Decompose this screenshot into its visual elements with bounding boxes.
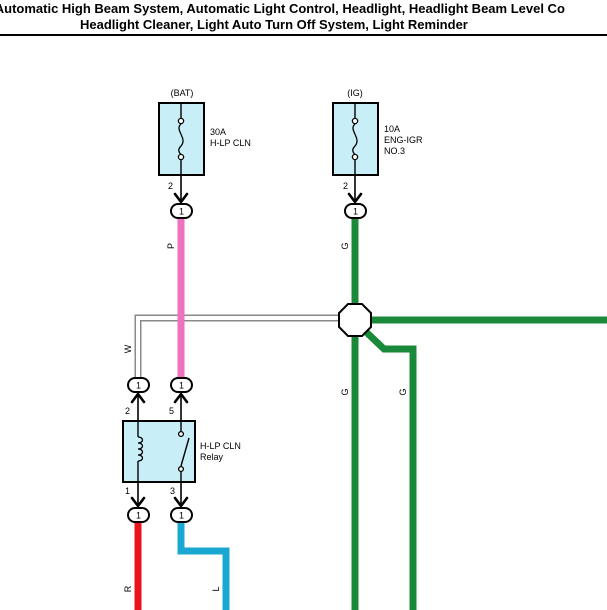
fuse-ig-connector [344,203,367,219]
wire-g-branch-label: G [398,388,408,395]
fuse-bat-arrow [173,192,189,204]
relay-pin-bottom-right: 3 [170,486,175,496]
relay-connector-bottom-left [127,507,150,523]
header-title-line1: , Automatic High Beam System, Automatic … [0,1,565,16]
page-header: , Automatic High Beam System, Automatic … [0,0,607,36]
relay-box [122,420,196,483]
fuse-bat-connector-pin: 1 [179,207,184,217]
relay-connector-top-left-pin: 1 [136,381,141,391]
relay-switch-symbol [177,421,190,482]
fuse-bat-name: H-LP CLN [210,138,251,148]
fuse-bat-connector [170,203,193,219]
wire-g-upper-label: G [340,242,350,249]
wire-r-label: R [123,585,133,592]
relay-bottom-right-arrow [173,496,189,508]
fuse-ig-symbol [351,103,359,175]
relay-coil-symbol [137,421,144,482]
relay-connector-bottom-left-pin: 1 [136,511,141,521]
header-title-line2: Headlight Cleaner, Light Auto Turn Off S… [80,17,468,32]
fuse-ig-name-line2: NO.3 [384,146,405,156]
fuse-ig-name-line1: ENG-IGR [384,135,423,145]
wire-g-main-label: G [340,388,350,395]
fuse-bat-rating: 30A [210,127,226,137]
wire-w [134,314,344,378]
fuse-ig-rating: 10A [384,124,400,134]
relay-connector-top-right-pin: 1 [179,381,184,391]
relay-connector-bottom-right-pin: 1 [179,511,184,521]
fuse-ig-connector-pin: 1 [353,207,358,217]
fuse-bat-pin: 2 [168,181,173,191]
fuse-ig-source-label: (IG) [347,88,363,98]
wire-w-label: W [123,344,133,353]
relay-name-line2: Relay [200,452,224,462]
fuse-bat-source-label: (BAT) [171,88,194,98]
relay-name-line1: H-LP CLN [200,441,241,451]
junction-splice [338,303,372,337]
fuse-ig-arrow [347,192,363,204]
relay-connector-top-left [127,377,150,393]
relay-pin-top-right: 5 [169,406,174,416]
relay-pin-bottom-left: 1 [125,486,130,496]
wire-p-label: P [166,243,176,249]
fuse-ig-pin: 2 [343,181,348,191]
relay-connector-bottom-right [170,507,193,523]
relay-connector-top-right [170,377,193,393]
wire-l-label: L [211,586,221,591]
relay-bottom-left-arrow [130,496,146,508]
relay-pin-top-left: 2 [125,406,130,416]
wire-l [177,522,230,610]
fuse-bat-symbol [177,103,185,175]
wire-g-branch [361,327,417,610]
